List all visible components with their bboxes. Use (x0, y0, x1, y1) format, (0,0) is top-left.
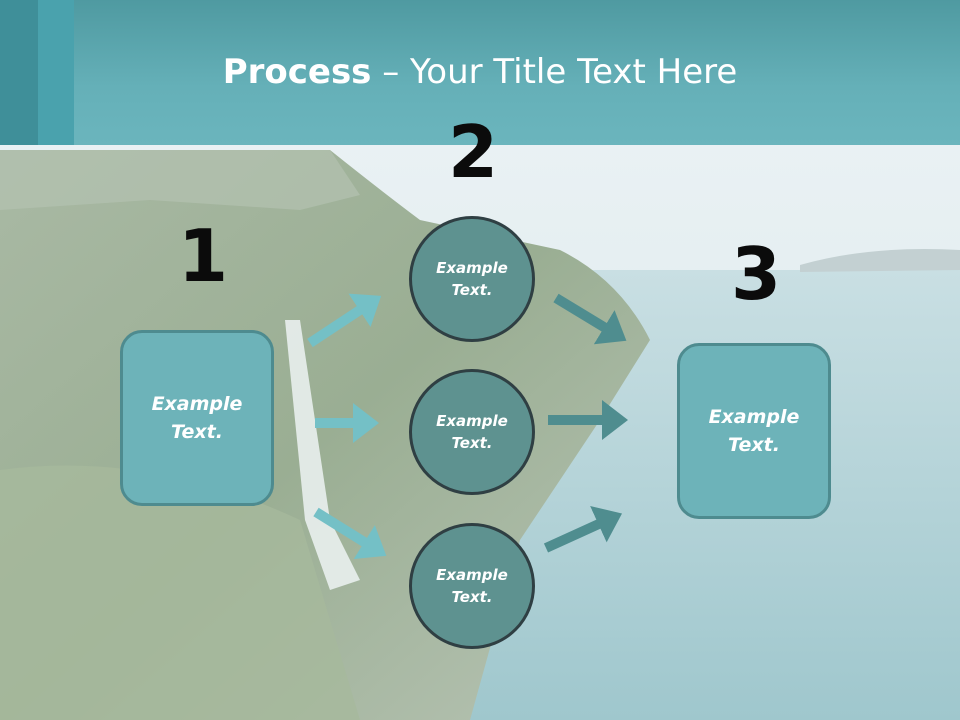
step-3-text: Example Text. (708, 405, 800, 457)
title-bold: Process (222, 52, 372, 92)
step-3-box: Example Text. (677, 343, 831, 519)
step-1-text: Example Text. (151, 392, 243, 444)
step-2-circle-middle: Example Text. (409, 369, 535, 495)
slide-title: Process – Your Title Text Here (0, 52, 960, 92)
step-number-2: 2 (448, 110, 499, 194)
header-accent-dark (0, 0, 38, 145)
step-number-3: 3 (731, 232, 782, 316)
step-2-circle-top: Example Text. (409, 216, 535, 342)
title-rest: – Your Title Text Here (371, 52, 738, 92)
circle-middle-text: Example Text. (436, 411, 508, 453)
header-accent-light (38, 0, 74, 145)
step-1-box: Example Text. (120, 330, 274, 506)
step-2-circle-bottom: Example Text. (409, 523, 535, 649)
title-bar: Process – Your Title Text Here (0, 0, 960, 145)
circle-top-text: Example Text. (436, 258, 508, 300)
step-number-1: 1 (178, 214, 229, 298)
circle-bottom-text: Example Text. (436, 565, 508, 607)
